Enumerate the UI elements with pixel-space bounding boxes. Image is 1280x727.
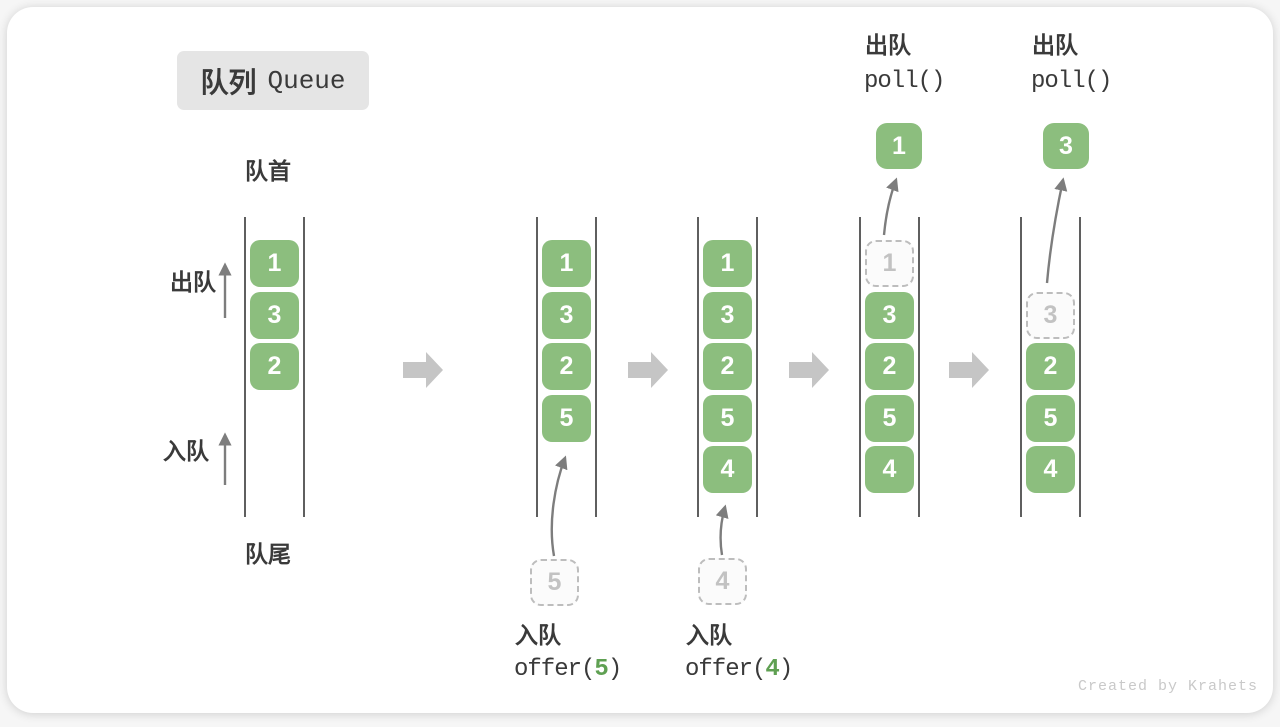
queue-wall-right [918, 217, 920, 517]
queue-element: 5 [865, 395, 914, 442]
code-post: ) [778, 656, 793, 683]
queue-element: 5 [1026, 395, 1075, 442]
offer4-curve-arrow [715, 504, 729, 556]
dequeue-op-label: 出队 [1032, 32, 1078, 58]
queue-element: 3 [703, 292, 752, 339]
queue-element: 3 [865, 292, 914, 339]
dequeue-op-code: poll() [1031, 68, 1112, 95]
poll1-curve-arrow [882, 177, 899, 236]
queue-rear-label: 队尾 [245, 541, 291, 567]
queue-element: 3 [250, 292, 299, 339]
transition-arrow-icon [789, 352, 829, 388]
transition-arrow-icon [403, 352, 443, 388]
polled-element: 1 [876, 123, 922, 169]
queue-wall-left [859, 217, 861, 517]
queue-element: 2 [1026, 343, 1075, 390]
enqueue-op-code: offer(5) [514, 656, 622, 683]
queue-element: 4 [865, 446, 914, 493]
queue-wall-right [1079, 217, 1081, 517]
dequeue-op-label: 出队 [865, 32, 911, 58]
queue-element: 4 [1026, 446, 1075, 493]
queue-element: 5 [703, 395, 752, 442]
diagram-panel: 队列 Queue 队首 队尾 出队 入队 1 3 2 1 3 2 5 5 入队 … [7, 7, 1273, 713]
queue-wall-left [1020, 217, 1022, 517]
queue-front-label: 队首 [245, 158, 291, 184]
enqueue-op-label: 入队 [686, 622, 732, 648]
code-post: ) [607, 656, 622, 683]
queue-wall-left [536, 217, 538, 517]
queue-element: 3 [542, 292, 591, 339]
code-arg: 5 [594, 656, 608, 683]
polled-element: 3 [1043, 123, 1089, 169]
transition-arrow-icon [949, 352, 989, 388]
queue-element: 4 [703, 446, 752, 493]
queue-element: 5 [542, 395, 591, 442]
title-badge-en: Queue [267, 65, 346, 96]
enqueue-direction-label: 入队 [163, 438, 209, 464]
code-pre: offer( [514, 656, 595, 683]
queue-element: 2 [250, 343, 299, 390]
credit-text: Created by Krahets [1078, 678, 1259, 695]
dequeue-op-code: poll() [864, 68, 945, 95]
queue-wall-right [756, 217, 758, 517]
queue-element: 1 [542, 240, 591, 287]
staged-element: 5 [530, 559, 579, 606]
removed-slot: 3 [1026, 292, 1075, 339]
queue-element: 2 [865, 343, 914, 390]
queue-wall-left [244, 217, 246, 517]
code-pre: offer( [685, 656, 766, 683]
queue-wall-right [595, 217, 597, 517]
poll3-curve-arrow [1045, 177, 1068, 284]
title-badge-zh: 队列 [200, 66, 257, 98]
enqueue-op-code: offer(4) [685, 656, 793, 683]
dequeue-direction-label: 出队 [170, 269, 216, 295]
title-badge: 队列 Queue [177, 51, 369, 110]
queue-element: 2 [703, 343, 752, 390]
removed-slot: 1 [865, 240, 914, 287]
queue-element: 2 [542, 343, 591, 390]
queue-element: 1 [250, 240, 299, 287]
offer5-curve-arrow [550, 455, 568, 557]
staged-element: 4 [698, 558, 747, 605]
transition-arrow-icon [628, 352, 668, 388]
queue-wall-right [303, 217, 305, 517]
code-arg: 4 [765, 656, 779, 683]
queue-element: 1 [703, 240, 752, 287]
queue-wall-left [697, 217, 699, 517]
enqueue-op-label: 入队 [515, 622, 561, 648]
